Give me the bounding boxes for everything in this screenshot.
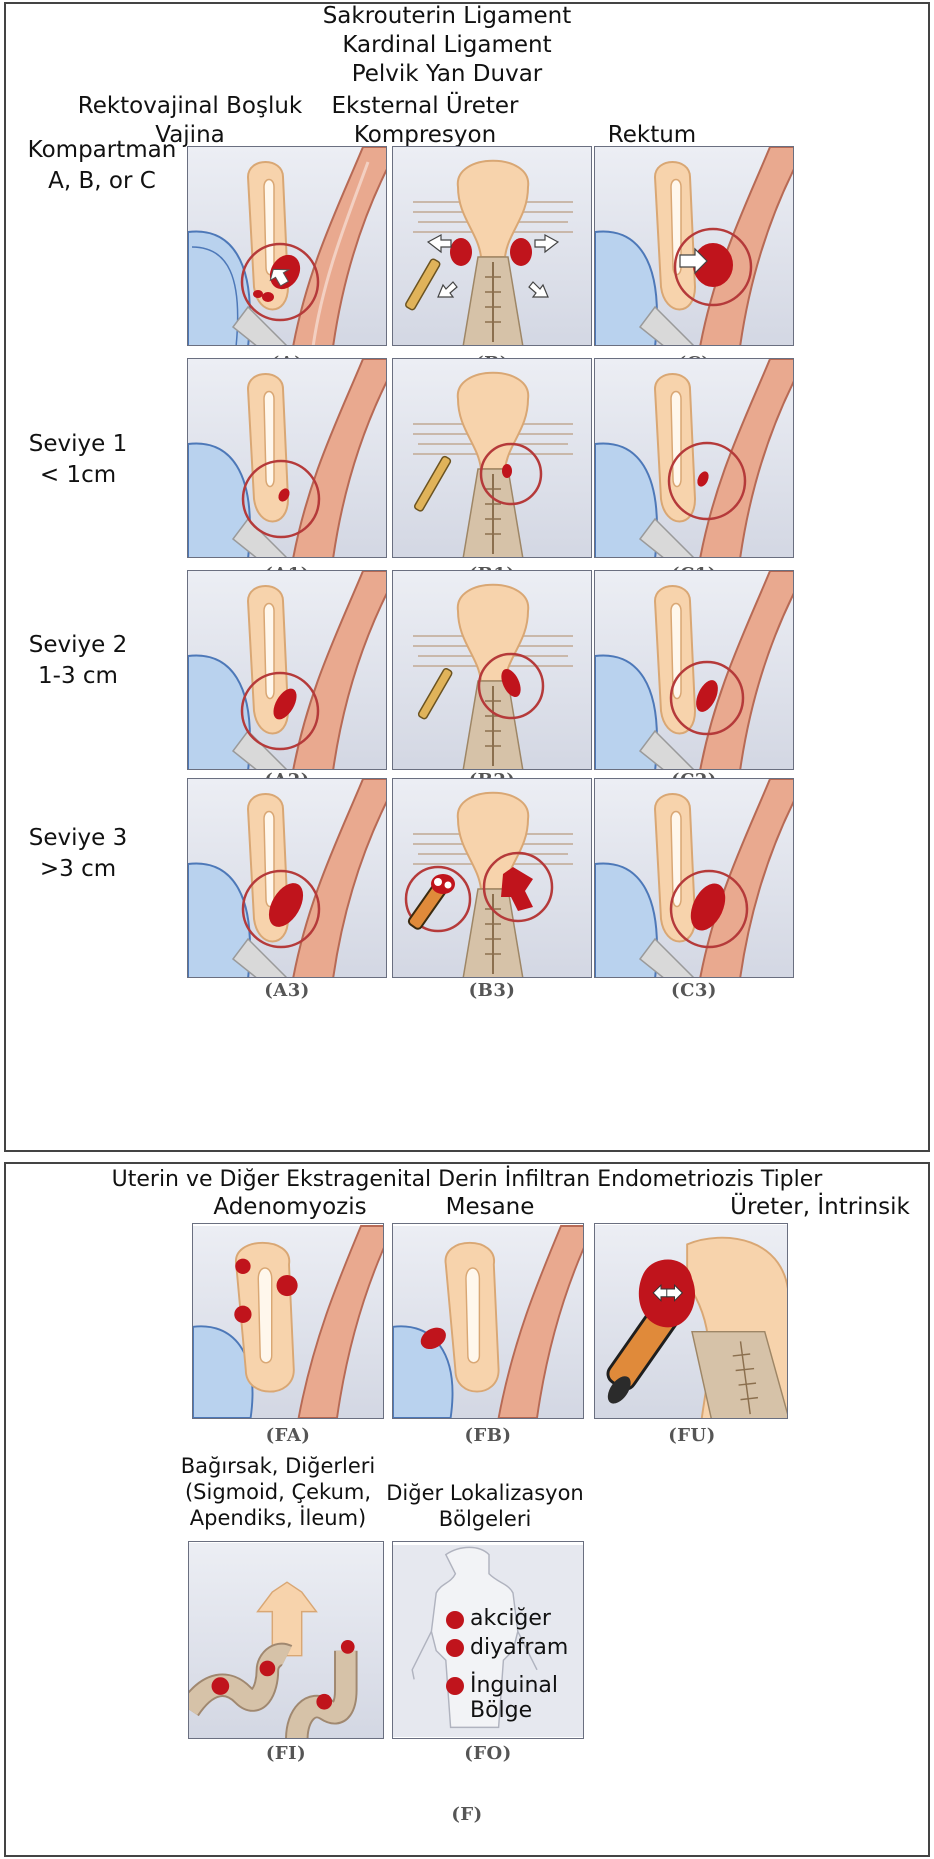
row-label-level2-line1: Seviye 2 [0, 630, 178, 661]
panel-b2 [392, 570, 592, 770]
panel-b [392, 146, 592, 346]
f-section-title: Uterin ve Diğer Ekstragenital Derin İnfi… [17, 1165, 917, 1194]
caption-b3: (B3) [392, 980, 592, 1001]
panel-b3 [392, 778, 592, 978]
header-kardinal: Kardinal Ligament [322, 31, 572, 60]
caption-a3: (A3) [187, 980, 387, 1001]
f-label-other-line1: Diğer Lokalizasyon [365, 1480, 605, 1506]
row-label-compartment: Kompartman A, B, or C [2, 135, 202, 197]
header-pelvik: Pelvik Yan Duvar [322, 60, 572, 89]
header-sakrouterin: Sakrouterin Ligament [322, 2, 572, 31]
site-label-region: Bölge [470, 1699, 532, 1723]
panel-fi [188, 1541, 384, 1739]
row-label-level3: Seviye 3 >3 cm [0, 823, 178, 885]
panel-c3 [594, 778, 794, 978]
inguinal-site-dot [446, 1677, 464, 1695]
caption-fi: (FI) [186, 1743, 386, 1764]
caption-f: (F) [367, 1804, 567, 1825]
row-label-level1: Seviye 1 < 1cm [0, 429, 178, 491]
caption-fb: (FB) [388, 1425, 588, 1446]
f-label-bowel: Bağırsak, Diğerleri (Sigmoid, Çekum, Ape… [158, 1453, 398, 1531]
site-label-diaphragm: diyafram [470, 1636, 568, 1660]
f-label-other-line2: Bölgeleri [365, 1506, 605, 1532]
panel-fa [192, 1223, 384, 1419]
panel-c [594, 146, 794, 346]
row-label-level2: Seviye 2 1-3 cm [0, 630, 178, 692]
panel-c1 [594, 358, 794, 558]
header-col-a-line1: Rektovajinal Boşluk [70, 92, 310, 121]
f-label-other: Diğer Lokalizasyon Bölgeleri [365, 1480, 605, 1532]
caption-fo: (FO) [388, 1743, 588, 1764]
panel-c2 [594, 570, 794, 770]
f-label-bowel-line2: (Sigmoid, Çekum, [158, 1479, 398, 1505]
lung-site-dot [446, 1611, 464, 1629]
f-label-bowel-line3: Apendiks, İleum) [158, 1505, 398, 1531]
panel-b1 [392, 358, 592, 558]
row-label-compartment-line2: A, B, or C [2, 166, 202, 197]
site-label-inguinal: İnguinal [470, 1674, 558, 1698]
f-label-bowel-line1: Bağırsak, Diğerleri [158, 1453, 398, 1479]
row-label-level1-line2: < 1cm [0, 460, 178, 491]
site-label-lung: akciğer [470, 1607, 551, 1631]
caption-fa: (FA) [188, 1425, 388, 1446]
row-label-compartment-line1: Kompartman [2, 135, 202, 166]
f-label-bladder: Mesane [370, 1193, 610, 1222]
panel-fu [594, 1223, 788, 1419]
panel-a2 [187, 570, 387, 770]
row-label-level1-line1: Seviye 1 [0, 429, 178, 460]
caption-c3: (C3) [594, 980, 794, 1001]
panel-fb [392, 1223, 584, 1419]
f-label-ureter-intrinsic: Üreter, İntrinsik [700, 1193, 934, 1222]
row-label-level3-line2: >3 cm [0, 854, 178, 885]
caption-fu: (FU) [592, 1425, 792, 1446]
row-label-level2-line2: 1-3 cm [0, 661, 178, 692]
panel-a1 [187, 358, 387, 558]
diaphragm-site-dot [446, 1639, 464, 1657]
panel-a3 [187, 778, 387, 978]
panel-a [187, 146, 387, 346]
row-label-level3-line1: Seviye 3 [0, 823, 178, 854]
header-col-b-line1: Eksternal Üreter [305, 92, 545, 121]
site-dots [440, 1610, 470, 1720]
